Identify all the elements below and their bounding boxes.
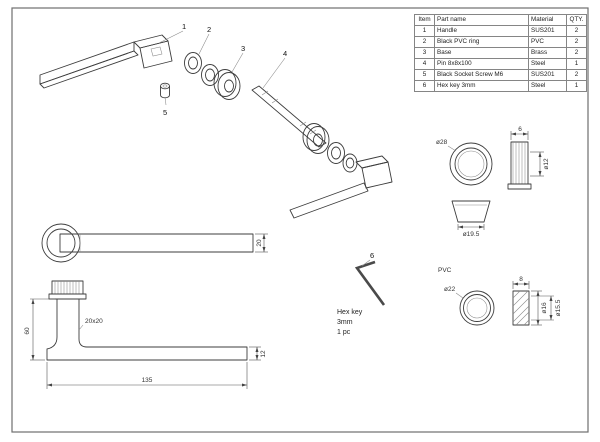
- hatch-lines: [512, 290, 530, 326]
- bom-table: Item Part name Material QTY. 1 Handle SU…: [414, 14, 587, 92]
- table-cell: SUS201: [528, 25, 567, 37]
- col-material: Material: [528, 14, 567, 26]
- lever-bar-side: [59, 233, 254, 253]
- ring-front: [459, 290, 495, 326]
- pvc-rings-right: [327, 142, 358, 173]
- detail-rose: ø28 6 ø12 ø19.5: [436, 126, 550, 238]
- base-right: [302, 123, 330, 154]
- table-cell: Handle: [434, 25, 529, 37]
- handle-bottom: [289, 155, 393, 219]
- handle-top: [39, 34, 173, 89]
- dim-ring-d1: ø16: [541, 302, 548, 314]
- table-cell: 2: [566, 25, 587, 37]
- col-qty: QTY.: [566, 14, 587, 26]
- table-cell: Hex key 3mm: [434, 80, 529, 92]
- side-view: 20: [41, 223, 268, 263]
- table-cell: Black Socket Screw M6: [434, 69, 529, 81]
- table-cell: 2: [566, 69, 587, 81]
- sheet-border: [11, 7, 589, 433]
- pvc-rings-left: [184, 52, 219, 86]
- table-row: 3 Base Brass 2: [414, 47, 587, 59]
- exploded-view: 1 2 3 4 5: [39, 22, 393, 219]
- callouts: 1 2 3 4 5: [158, 22, 287, 117]
- table-cell: 3: [414, 47, 435, 59]
- table-cell: 1: [566, 80, 587, 92]
- knurled-cap: [48, 280, 87, 300]
- dim-rose-bore: ø12: [543, 158, 550, 170]
- hex-key-shape: [354, 260, 386, 306]
- rose-side-view: [507, 141, 532, 190]
- base-left: [213, 69, 241, 100]
- hex-note-line2: 3mm: [337, 319, 353, 326]
- table-cell: PVC: [528, 36, 567, 48]
- dim-cup-dia: ø19.5: [463, 231, 480, 238]
- hex-note-line1: Hex key: [337, 309, 363, 316]
- callout-4: 4: [283, 49, 287, 58]
- col-part-name: Part name: [434, 14, 529, 26]
- table-cell: 2: [566, 36, 587, 48]
- lever-outline: [46, 298, 248, 361]
- hex-note-line3: 1 pc: [337, 329, 351, 336]
- table-row: 4 Pin 8x8x100 Steel 1: [414, 58, 587, 70]
- ring-material-label: PVC: [438, 267, 452, 274]
- base-cup-section: [451, 200, 491, 223]
- dim-rose-outer: ø28: [436, 139, 448, 146]
- table-header-row: Item Part name Material QTY.: [414, 14, 587, 26]
- table-cell: Steel: [528, 80, 567, 92]
- dim-ring-d2: ø15.5: [555, 299, 562, 316]
- dim-side-thickness: 20: [256, 239, 263, 247]
- callout-1: 1: [182, 22, 186, 31]
- dim-ring-outer: ø22: [444, 286, 456, 293]
- dim-section: 20x20: [85, 318, 103, 325]
- dim-ring-width: 8: [519, 276, 523, 283]
- dim-rose-width: 6: [518, 126, 522, 133]
- rose-front: [449, 142, 493, 186]
- ring-side-view: [512, 290, 530, 326]
- front-view: 60 20x20 135 12: [24, 280, 267, 389]
- table-row: 6 Hex key 3mm Steel 1: [414, 80, 587, 92]
- hex-key: 6 Hex key 3mm 1 pc: [337, 251, 386, 336]
- dim-end-thickness: 12: [260, 350, 267, 358]
- table-cell: 4: [414, 58, 435, 70]
- table-row: 1 Handle SUS201 2: [414, 25, 587, 37]
- parts-table: Item Part name Material QTY. 1 Handle SU…: [414, 14, 587, 92]
- rose-outline: [41, 223, 81, 263]
- knurl-lines: [512, 142, 526, 184]
- table-cell: 1: [414, 25, 435, 37]
- dim-height: 60: [24, 327, 31, 335]
- dim-length: 135: [142, 377, 153, 384]
- table-cell: 5: [414, 69, 435, 81]
- table-cell: Base: [434, 47, 529, 59]
- callout-5: 5: [163, 108, 167, 117]
- table-row: 2 Black PVC ring PVC 2: [414, 36, 587, 48]
- table-cell: 6: [414, 80, 435, 92]
- callout-3: 3: [241, 44, 245, 53]
- col-item: Item: [414, 14, 435, 26]
- table-cell: SUS201: [528, 69, 567, 81]
- socket-screw: [160, 82, 170, 99]
- table-cell: Black PVC ring: [434, 36, 529, 48]
- knurl-lines: [54, 281, 80, 294]
- detail-ring: PVC ø22 8 ø16 ø15.5: [438, 267, 562, 326]
- table-cell: Brass: [528, 47, 567, 59]
- table-row: 5 Black Socket Screw M6 SUS201 2: [414, 69, 587, 81]
- table-cell: Steel: [528, 58, 567, 70]
- callout-2: 2: [207, 25, 211, 34]
- table-cell: 1: [566, 58, 587, 70]
- spindle-pin: [251, 85, 327, 148]
- table-cell: Pin 8x8x100: [434, 58, 529, 70]
- table-cell: 2: [414, 36, 435, 48]
- table-cell: 2: [566, 47, 587, 59]
- callout-6: 6: [370, 251, 374, 260]
